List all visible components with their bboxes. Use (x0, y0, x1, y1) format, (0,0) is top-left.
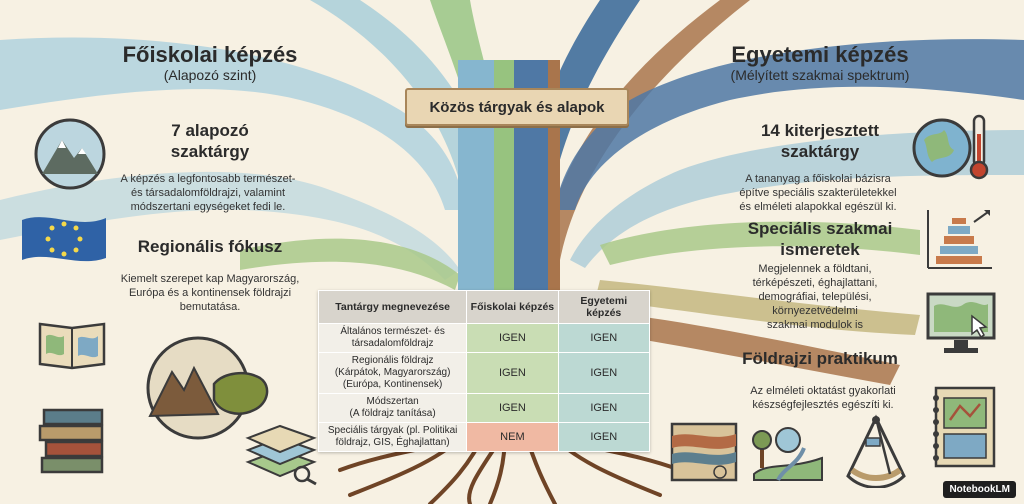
center-banner: Közös tárgyak és alapok (405, 88, 629, 126)
text-line: térképészeti, éghajlattani, (752, 277, 878, 289)
comparison-table: Tantárgy megnevezése Főiskolai képzés Eg… (317, 290, 651, 452)
geology-strata-icon (670, 422, 738, 482)
right-section2-title-line2: ismeretek (780, 240, 860, 259)
population-pyramid-icon (927, 210, 992, 269)
hungary-map-icon (146, 336, 269, 440)
right-section3-text: Az elméleti oktatást gyakorlati készségf… (718, 384, 928, 412)
right-section2-text: Megjelennek a földtani, térképészeti, ég… (725, 262, 905, 332)
header-subject: Tantárgy megnevezése (317, 290, 468, 324)
branch-right-blue (555, 39, 1024, 211)
text-line: módszertani egységeket fedi le. (130, 201, 286, 213)
branch-top-brown (540, 0, 750, 260)
left-section1-title-line1: 7 alapozó (171, 121, 249, 140)
globe-thermometer-icon (912, 114, 989, 180)
sextant-icon (846, 414, 906, 488)
text-line: demográfiai, települési, (758, 291, 872, 303)
college-cell: IGEN (466, 352, 559, 394)
mountain-icon (34, 118, 106, 190)
subject-line: Speciális tárgyak (pl. Politikai (327, 425, 458, 436)
college-cell: IGEN (466, 323, 559, 353)
text-line: Megjelennek a földtani, (758, 263, 872, 275)
brand-logo: NotebookLM (943, 481, 1016, 498)
table-header-row: Tantárgy megnevezése Főiskolai képzés Eg… (317, 290, 651, 324)
left-section2-title: Regionális fókusz (137, 237, 283, 256)
right-subtitle: (Mélyített szakmai spektrum) (730, 67, 910, 83)
computer-map-icon (926, 292, 996, 353)
subject-cell: Regionális földrajz (Kárpátok, Magyarors… (317, 352, 468, 394)
subject-cell: Általános természet- és társadalomföldra… (317, 323, 468, 353)
subject-line: Általános természet- és (340, 326, 445, 337)
table-row: Módszertan (A földrajz tanítása) IGEN IG… (317, 393, 651, 423)
book-map-icon (38, 322, 106, 370)
text-line: és elméleti alapokkal egészül ki. (739, 201, 897, 213)
text-line: és társadalomföldrajzi, valamint (130, 187, 286, 199)
left-section1-title: 7 alapozó szaktárgy (120, 120, 300, 162)
branch-left-mid (0, 171, 460, 280)
text-line: szakmai modulok is (767, 319, 863, 331)
university-cell: IGEN (557, 352, 651, 394)
branch-left-green (240, 238, 460, 290)
left-title: Főiskolai képzés (122, 42, 298, 67)
subject-cell: Speciális tárgyak (pl. Politikai földraj… (317, 422, 468, 452)
table-row: Regionális földrajz (Kárpátok, Magyarors… (317, 352, 651, 394)
right-section2-title-line1: Speciális szakmai (747, 219, 893, 238)
subject-line: társadalomföldrajz (351, 338, 434, 349)
subject-line: földrajz, GIS, Éghajlattan) (335, 437, 450, 448)
right-section1-text: A tananyag a főiskolai bázisra építve sp… (718, 172, 918, 214)
text-line: bemutatása. (179, 301, 241, 313)
left-subtitle: (Alapozó szint) (163, 67, 257, 83)
branch-right-lightblue (570, 130, 1024, 268)
eu-flag-icon (22, 217, 106, 262)
books-icon (38, 408, 104, 474)
subject-line: (Kárpátok, Magyarország) (334, 367, 451, 378)
right-section1-title-line2: szaktárgy (780, 142, 860, 161)
text-line: A képzés a legfontosabb természet- (120, 173, 296, 185)
subject-line: Regionális földrajz (351, 355, 434, 366)
left-section1-title-line2: szaktárgy (170, 142, 250, 161)
subject-cell: Módszertan (A földrajz tanítása) (317, 393, 468, 423)
university-cell: IGEN (557, 422, 651, 452)
text-line: építve speciális szakterületekkel (739, 187, 897, 199)
field-trip-icon (752, 427, 823, 482)
branch-left-blue (0, 37, 465, 211)
text-line: Kiemelt szerepet kap Magyarország, (120, 273, 300, 285)
college-cell: IGEN (466, 393, 559, 423)
subject-line: (Európa, Kontinensek) (342, 379, 443, 390)
branch-right-brown (585, 310, 900, 385)
university-cell: IGEN (557, 393, 651, 423)
table-row: Speciális tárgyak (pl. Politikai földraj… (317, 422, 651, 452)
branch-right-green (600, 221, 920, 265)
text-line: A tananyag a főiskolai bázisra (745, 173, 891, 185)
text-line: Az elméleti oktatást gyakorlati (750, 385, 896, 397)
notebook-map-icon (933, 386, 996, 468)
university-cell: IGEN (557, 323, 651, 353)
right-section2-title: Speciális szakmai ismeretek (720, 218, 920, 260)
branch-right-olive (595, 280, 920, 335)
table-row: Általános természet- és társadalomföldra… (317, 323, 651, 353)
gis-layers-icon (245, 424, 317, 486)
right-section1-title-line1: 14 kiterjesztett (760, 121, 880, 140)
header-university: Egyetemi képzés (557, 290, 651, 324)
subject-line: (A földrajz tanítása) (349, 408, 436, 419)
right-title: Egyetemi képzés (731, 42, 909, 67)
text-line: környezetvédelmi (772, 305, 858, 317)
college-cell: NEM (466, 422, 559, 452)
right-section1-title: 14 kiterjesztett szaktárgy (720, 120, 920, 162)
right-section3-title: Földrajzi praktikum (742, 349, 898, 368)
left-section2-text: Kiemelt szerepet kap Magyarország, Európ… (105, 272, 315, 314)
text-line: Európa és a kontinensek földrajzi (128, 287, 292, 299)
header-college: Főiskolai képzés (466, 290, 559, 324)
text-line: készségfejlesztés egészíti ki. (752, 399, 894, 411)
subject-line: Módszertan (366, 396, 419, 407)
left-section1-text: A képzés a legfontosabb természet- és tá… (108, 172, 308, 214)
